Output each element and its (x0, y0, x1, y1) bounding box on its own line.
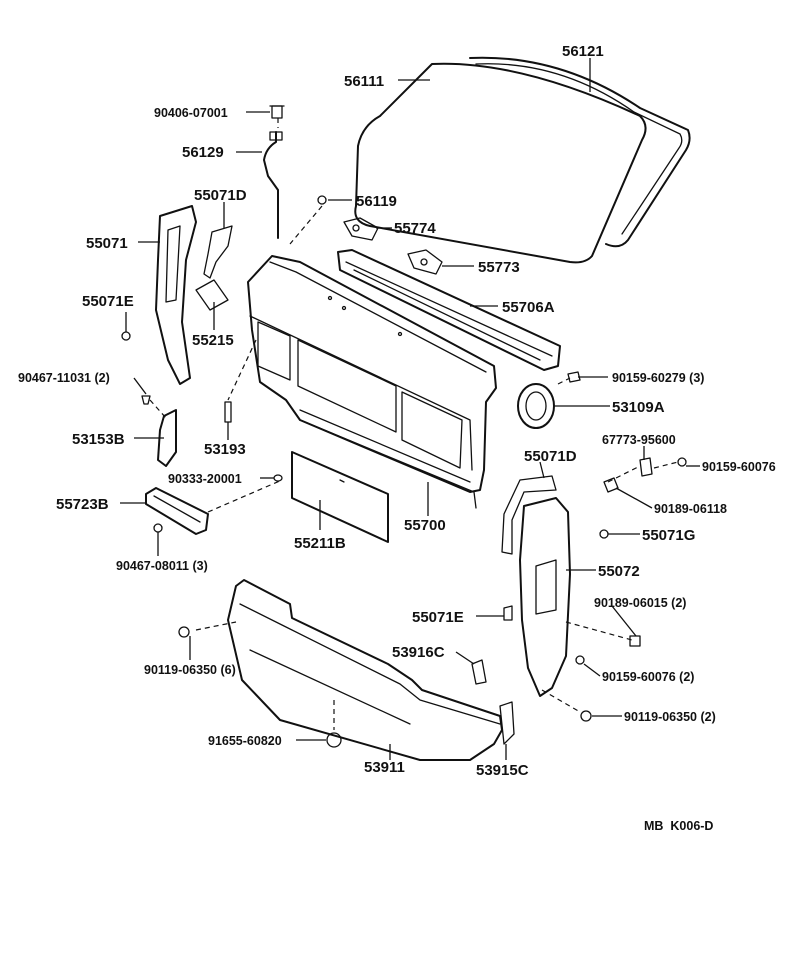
clip-55071E-right (503, 605, 513, 621)
label-90467-11031: 90467-11031 (2) (18, 371, 110, 385)
label-55071E-right: 55071E (412, 609, 464, 626)
label-53916C: 53916C (392, 644, 445, 661)
lower-panel-53911 (227, 579, 503, 761)
label-56129: 56129 (182, 144, 224, 161)
label-55211B: 55211B (294, 535, 346, 552)
bracket-55071D-left (203, 225, 233, 279)
label-55072: 55072 (598, 563, 640, 580)
clip-53916C (471, 659, 487, 685)
label-55071D-top: 55071D (194, 187, 247, 204)
hose-56129 (263, 131, 283, 239)
label-90189-06118: 90189-06118 (654, 502, 727, 516)
label-90159-60279: 90159-60279 (3) (612, 371, 704, 385)
clip-90189-06118 (603, 477, 619, 493)
label-90467-08011: 90467-08011 (3) (116, 559, 208, 573)
label-55071G: 55071G (642, 527, 695, 544)
label-56119: 56119 (356, 193, 397, 210)
label-56111: 56111 (344, 73, 384, 90)
label-53109A: 53109A (612, 399, 665, 416)
dash-panel-55700 (247, 255, 497, 509)
clip-90189-06015 (629, 635, 641, 647)
grommet-53193 (224, 401, 232, 423)
label-90119-06350-2: 90119-06350 (2) (624, 710, 716, 724)
diagram-code: MB K006-D (644, 819, 713, 833)
bracket-55215 (195, 279, 229, 311)
bracket-55071D-right (501, 475, 557, 555)
label-55700: 55700 (404, 517, 446, 534)
label-91655-60820: 91655-60820 (208, 734, 282, 748)
label-53153B: 53153B (72, 431, 125, 448)
label-53193: 53193 (204, 441, 246, 458)
bracket-53915C (499, 701, 515, 745)
clip-90406 (269, 105, 285, 119)
label-90159-60076: 90159-60076 (702, 460, 776, 474)
windshield-glass-56111 (354, 62, 647, 264)
label-53915C: 53915C (476, 762, 529, 779)
bracket-55723B (145, 487, 209, 535)
plug-90333 (273, 474, 283, 482)
grommet-91655 (326, 732, 342, 748)
label-53911: 53911 (364, 759, 405, 776)
label-90119-06350-6: 90119-06350 (6) (144, 663, 236, 677)
label-55706A: 55706A (502, 299, 555, 316)
label-90406-07001: 90406-07001 (154, 106, 228, 120)
clip-55071E-left (121, 331, 131, 341)
label-55071E-top: 55071E (82, 293, 134, 310)
cowl-panel-55706A (337, 249, 561, 371)
screw-90467-11031 (141, 395, 151, 405)
assembly-dashed-lines (149, 118, 679, 730)
bracket-55773 (407, 249, 443, 275)
bolt-90119-06350-2 (580, 710, 592, 722)
leader-lines (120, 58, 700, 760)
grommet-56119 (289, 195, 327, 245)
label-90189-06015: 90189-06015 (2) (594, 596, 686, 610)
screw-90467-08011 (153, 523, 163, 533)
screw-90159-60279 (567, 371, 581, 383)
label-55774: 55774 (394, 220, 436, 237)
windshield-moulding-56121 (469, 56, 691, 248)
label-55723B: 55723B (56, 496, 109, 513)
label-67773-95600: 67773-95600 (602, 433, 676, 447)
bracket-53153B (157, 409, 177, 467)
bolt-90119-06350-6 (178, 626, 190, 638)
label-90333-20001: 90333-20001 (168, 472, 242, 486)
clip-67773 (639, 457, 653, 477)
label-55215: 55215 (192, 332, 234, 349)
lid-55211B (291, 451, 389, 543)
bracket-55774 (343, 217, 379, 241)
clip-55071G (599, 529, 609, 539)
screw-90159-60076-2 (575, 655, 585, 665)
label-55773: 55773 (478, 259, 520, 276)
label-55071D-right: 55071D (524, 448, 577, 465)
label-90159-60076-2: 90159-60076 (2) (602, 670, 694, 684)
label-56121: 56121 (562, 43, 604, 60)
side-panel-55071 (155, 205, 197, 385)
screw-90159-60076-a (677, 457, 687, 467)
part-labels: 56121 56111 90406-07001 56129 56119 5507… (18, 43, 776, 833)
label-55071: 55071 (86, 235, 128, 252)
hinge-53109A (517, 383, 555, 429)
side-panel-55072 (519, 497, 571, 697)
